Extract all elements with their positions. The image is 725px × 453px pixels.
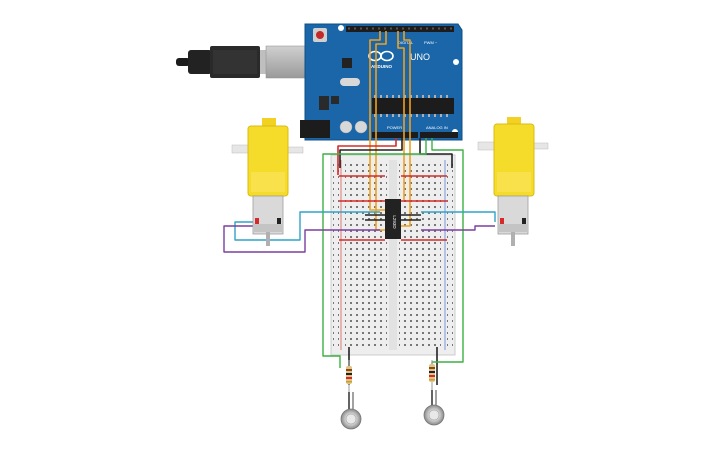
arduino-uno[interactable]: DIGITAL PWM ~ ARDUINO UNO — [300, 23, 463, 141]
wire-black-gnd — [339, 138, 403, 168]
force-sensor-right[interactable] — [423, 390, 445, 426]
dc-motor-left[interactable] — [231, 118, 304, 246]
digital-header[interactable] — [346, 26, 454, 32]
motor-driver-ic[interactable]: L293D — [385, 199, 401, 239]
resistor-right[interactable] — [429, 360, 435, 392]
power-label: POWER — [387, 125, 402, 130]
wires — [223, 31, 496, 385]
resistor-left[interactable] — [346, 360, 352, 392]
pwm-label: PWM ~ — [424, 40, 438, 45]
wire-orange-3 — [397, 31, 405, 200]
power-rail-left[interactable] — [333, 162, 339, 348]
digital-label: DIGITAL — [398, 40, 414, 45]
terminal-strip-right[interactable] — [399, 162, 441, 348]
wire-orange-4 — [401, 31, 411, 227]
model-text: UNO — [410, 52, 430, 62]
power-header[interactable] — [372, 132, 418, 138]
wire-purple-left — [223, 225, 380, 253]
power-jack[interactable] — [300, 120, 330, 138]
power-rail-right[interactable] — [447, 162, 453, 348]
wire-purple-right — [421, 225, 495, 231]
arduino-logo — [368, 50, 394, 62]
reset-button-cap[interactable] — [316, 31, 324, 39]
wire-red-power — [337, 138, 397, 175]
analog-label: ANALOG IN — [426, 125, 448, 130]
center-channel — [389, 160, 397, 350]
wire-orange-1 — [369, 31, 385, 211]
force-sensor-left[interactable] — [340, 392, 362, 430]
brand-text: ARDUINO — [371, 64, 392, 69]
atmega-chip — [372, 98, 454, 114]
analog-header[interactable] — [420, 132, 458, 138]
driver-chip-label: L293D — [392, 215, 397, 229]
wire-black-gnd-2 — [419, 138, 453, 168]
wire-cyan-right — [421, 211, 496, 222]
wire-green-left — [322, 138, 427, 368]
usb-cable[interactable] — [176, 45, 307, 79]
breadboard[interactable] — [330, 154, 456, 356]
terminal-strip-left[interactable] — [345, 162, 387, 348]
dc-motor-right[interactable] — [477, 117, 549, 246]
